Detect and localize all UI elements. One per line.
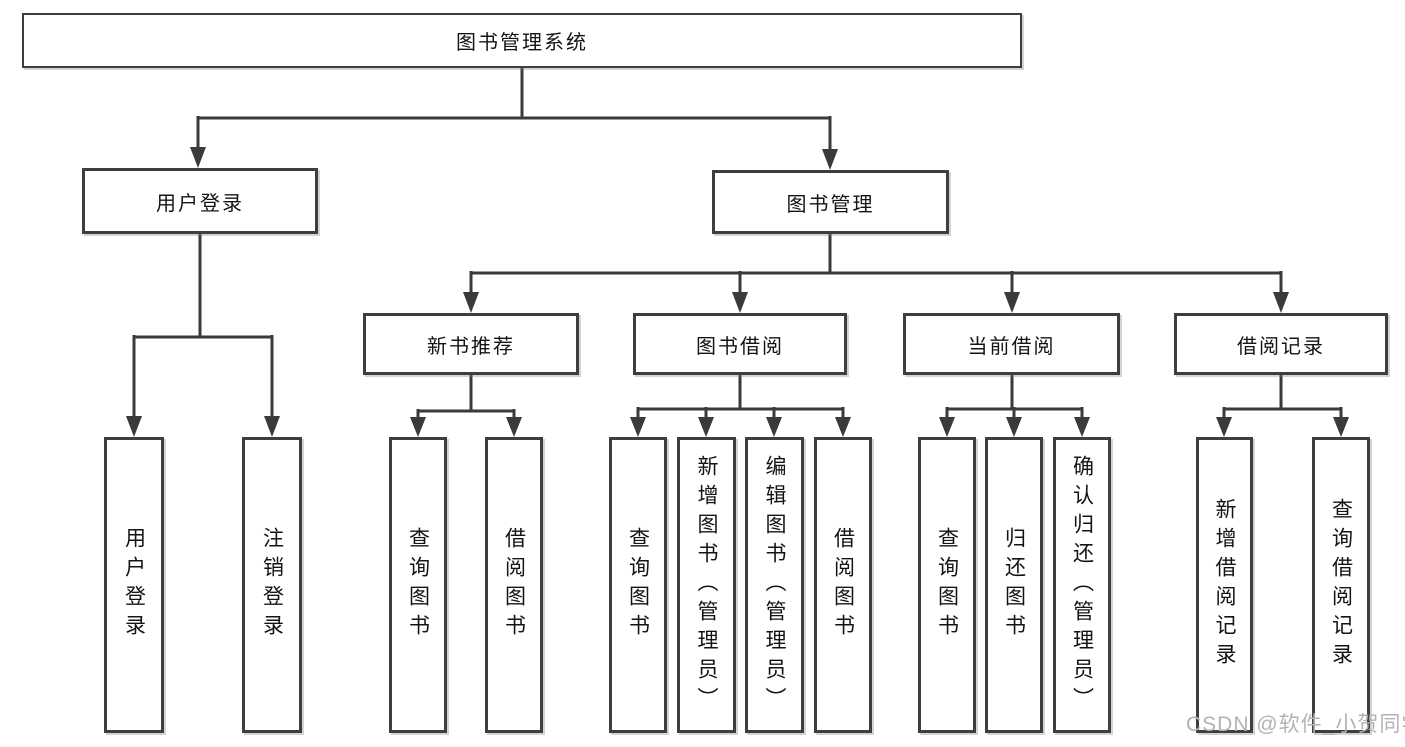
leaf-query-books-borrow: 查询图书 — [609, 437, 667, 733]
node-borrow-records: 借阅记录 — [1174, 313, 1388, 375]
node-label: 查询图书 — [935, 527, 959, 643]
node-book-borrow: 图书借阅 — [633, 313, 847, 375]
connector-user-login-children — [126, 234, 280, 437]
connector-current-borrow-children — [939, 375, 1090, 437]
node-label: 新增图书（管理员） — [695, 454, 719, 716]
node-label: 查询借阅记录 — [1329, 498, 1353, 672]
leaf-edit-book-admin: 编辑图书（管理员） — [745, 437, 804, 733]
leaf-confirm-return-admin: 确认归还（管理员） — [1053, 437, 1111, 733]
node-label: 借阅图书 — [831, 527, 855, 643]
leaf-add-borrow-record: 新增借阅记录 — [1196, 437, 1253, 733]
node-label: 图书管理系统 — [456, 32, 588, 54]
leaf-borrow-books: 借阅图书 — [814, 437, 872, 733]
node-label: 确认归还（管理员） — [1070, 454, 1094, 716]
node-current-borrow: 当前借阅 — [903, 313, 1120, 375]
leaf-borrow-books-recommend: 借阅图书 — [485, 437, 543, 733]
node-label: 借阅图书 — [502, 527, 526, 643]
leaf-user-login: 用户登录 — [104, 437, 164, 733]
node-user-login: 用户登录 — [82, 168, 318, 234]
leaf-query-borrow-record: 查询借阅记录 — [1312, 437, 1370, 733]
node-label: 编辑图书（管理员） — [763, 454, 787, 716]
node-label: 用户登录 — [156, 192, 244, 215]
node-label: 新书推荐 — [427, 335, 515, 358]
leaf-add-book-admin: 新增图书（管理员） — [677, 437, 736, 733]
node-label: 用户登录 — [122, 527, 146, 643]
node-new-book-recommend: 新书推荐 — [363, 313, 579, 375]
node-label: 借阅记录 — [1237, 335, 1325, 358]
leaf-query-books-recommend: 查询图书 — [389, 437, 447, 733]
connector-book-borrow-children — [630, 375, 851, 437]
connector-borrow-records-children — [1216, 375, 1349, 437]
node-label: 注销登录 — [260, 527, 284, 643]
connector-new-book-children — [410, 375, 522, 437]
node-label: 归还图书 — [1002, 527, 1026, 643]
connector-root-to-level2 — [190, 67, 838, 170]
node-book-management: 图书管理 — [712, 170, 949, 234]
node-label: 查询图书 — [406, 527, 430, 643]
node-label: 查询图书 — [626, 527, 650, 643]
leaf-return-books: 归还图书 — [985, 437, 1043, 733]
node-label: 当前借阅 — [967, 335, 1056, 358]
node-label: 图书管理 — [786, 193, 875, 216]
csdn-watermark: CSDN @软件_小贺同学 — [1186, 713, 1405, 736]
connector-book-management-children — [463, 234, 1289, 313]
node-label: 新增借阅记录 — [1213, 498, 1237, 672]
node-library-management-system: 图书管理系统 — [22, 13, 1022, 68]
leaf-logout-login: 注销登录 — [242, 437, 302, 733]
leaf-query-books-current: 查询图书 — [918, 437, 976, 733]
node-label: 图书借阅 — [696, 335, 784, 358]
